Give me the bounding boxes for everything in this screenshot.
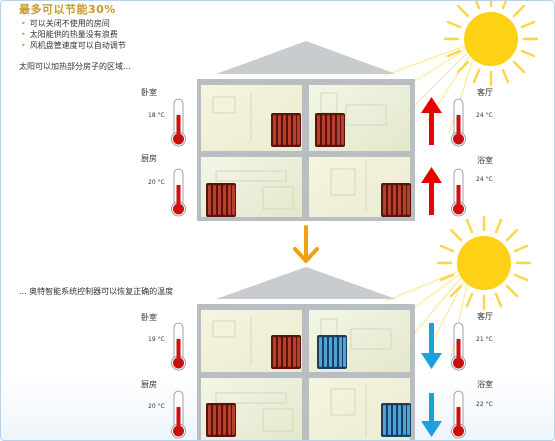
label-top-kitchen: 厨房 bbox=[141, 154, 157, 163]
temp-bottom-bedroom: 19 °C bbox=[148, 336, 165, 343]
thermometer-bottom-bedroom-icon bbox=[171, 322, 186, 371]
sun-icon bbox=[443, 1, 539, 87]
arrow-up-livingroom-icon bbox=[421, 97, 442, 145]
benefits-list: 可以关闭不使用的房间 太阳能供的热量没有浪费 风机盘管速度可以自动调节 bbox=[21, 18, 126, 51]
radiator-top-bedroom bbox=[271, 113, 301, 147]
radiator-top-kitchen bbox=[206, 183, 236, 217]
label-bottom-bathroom: 浴室 bbox=[477, 380, 493, 389]
temp-top-bedroom: 18 °C bbox=[148, 112, 165, 119]
temp-bottom-kitchen: 20 °C bbox=[148, 403, 165, 410]
arrow-down-livingroom-icon bbox=[421, 323, 442, 369]
page-title: 最多可以节能30% bbox=[19, 3, 116, 16]
temp-top-kitchen: 20 °C bbox=[148, 179, 165, 186]
thermometer-top-kitchen-icon bbox=[171, 168, 186, 217]
temp-bottom-bathroom: 22 °C bbox=[476, 401, 493, 408]
arrow-down-bathroom-icon bbox=[421, 393, 442, 437]
arrow-down-transition-icon bbox=[293, 225, 319, 263]
house-top-roof bbox=[216, 41, 396, 74]
radiator-top-livingroom bbox=[315, 113, 345, 147]
list-item: 可以关闭不使用的房间 bbox=[21, 18, 126, 29]
temp-top-bathroom: 24 °C bbox=[476, 176, 493, 183]
sun-bottom-icon bbox=[436, 215, 532, 311]
house-bottom-roof bbox=[216, 267, 396, 299]
label-bottom-kitchen: 厨房 bbox=[141, 380, 157, 389]
note-sun-heating: 太阳可以加热部分房子的区域... bbox=[19, 62, 131, 71]
thermometer-bottom-bathroom-icon bbox=[451, 390, 466, 439]
label-top-bedroom: 卧室 bbox=[141, 88, 157, 97]
thermometer-bottom-livingroom-icon bbox=[451, 322, 466, 371]
temp-top-livingroom: 24 °C bbox=[476, 112, 493, 119]
note-controller-restore: ... 奥特智能系统控制器可以恢复正确的温度 bbox=[19, 287, 174, 296]
arrow-up-bathroom-icon bbox=[421, 167, 442, 215]
list-item: 太阳能供的热量没有浪费 bbox=[21, 29, 126, 40]
label-bottom-livingroom: 客厅 bbox=[477, 312, 493, 321]
radiator-bottom-kitchen bbox=[206, 403, 236, 437]
thermometer-bottom-kitchen-icon bbox=[171, 390, 186, 439]
temp-bottom-livingroom: 21 °C bbox=[476, 336, 493, 343]
thermometer-top-bathroom-icon bbox=[451, 168, 466, 217]
thermometer-top-livingroom-icon bbox=[451, 98, 466, 147]
radiator-bottom-bathroom bbox=[381, 403, 411, 437]
label-top-livingroom: 客厅 bbox=[477, 88, 493, 97]
radiator-bottom-bedroom bbox=[271, 335, 301, 369]
thermometer-top-bedroom-icon bbox=[171, 98, 186, 147]
radiator-top-bathroom bbox=[381, 183, 411, 217]
radiator-bottom-livingroom bbox=[317, 335, 347, 369]
list-item: 风机盘管速度可以自动调节 bbox=[21, 40, 126, 51]
label-top-bathroom: 浴室 bbox=[477, 156, 493, 165]
label-bottom-bedroom: 卧室 bbox=[141, 313, 157, 322]
